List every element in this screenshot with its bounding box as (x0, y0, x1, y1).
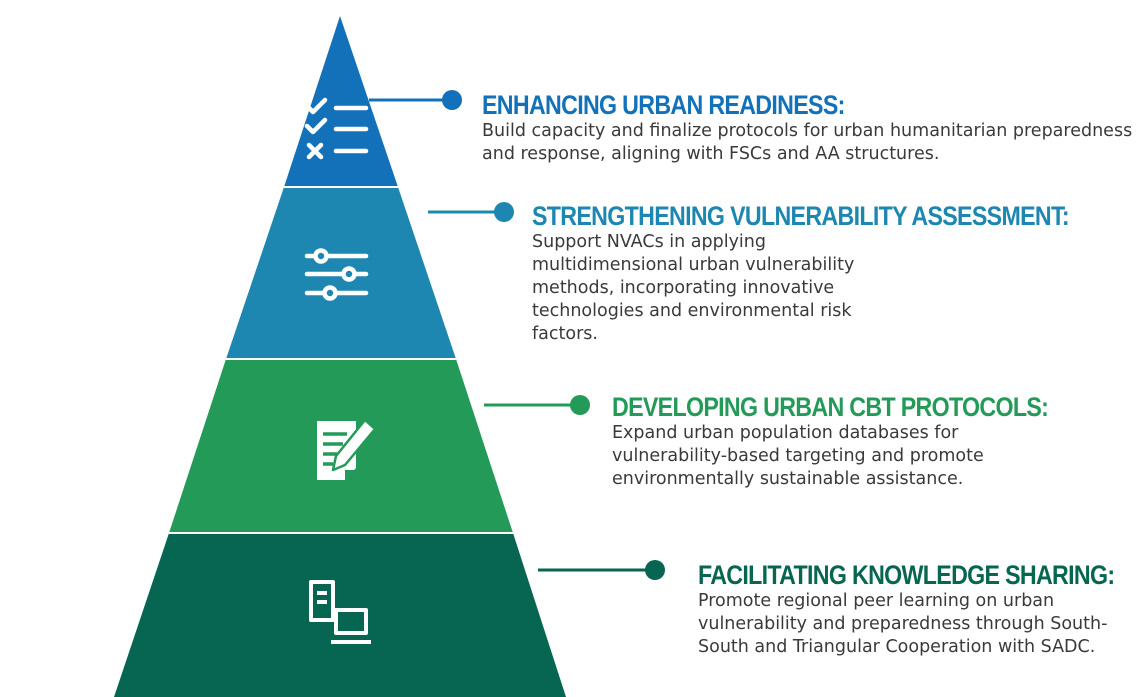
tier-2-description: Support NVACs in applying multidimension… (532, 232, 855, 344)
connector-1 (369, 90, 462, 110)
tier-2-title: Strengthening Vulnerability Assessment: (532, 201, 1070, 231)
tier-4-description: Promote regional peer learning on urban … (698, 591, 1108, 657)
connector-3 (484, 395, 590, 415)
tier-1-item: Enhancing Urban Readiness: Build capacit… (482, 90, 1140, 166)
tier-4-item: Facilitating Knowledge Sharing: Promote … (698, 560, 1140, 659)
connector-2 (428, 202, 514, 222)
tier-3-description: Expand urban population databases for vu… (612, 423, 984, 489)
document-edit-icon (317, 418, 377, 480)
tier-4-title: Facilitating Knowledge Sharing: (698, 560, 1115, 590)
tier-3-title: Developing Urban CBT Protocols: (612, 392, 1049, 422)
tier-3-item: Developing Urban CBT Protocols: Expand u… (612, 392, 1119, 491)
tier-2-item: Strengthening Vulnerability Assessment: … (532, 201, 1140, 346)
checklist-icon (304, 97, 369, 160)
sliders-icon (304, 248, 369, 301)
pyramid-tier-1 (284, 16, 398, 187)
tier-1-title: Enhancing Urban Readiness: (482, 90, 845, 120)
pyramid-tier-4 (114, 533, 566, 697)
connector-4 (538, 560, 665, 580)
document-laptop-icon (309, 580, 371, 644)
tier-1-description: Build capacity and finalize protocols fo… (482, 121, 1133, 164)
